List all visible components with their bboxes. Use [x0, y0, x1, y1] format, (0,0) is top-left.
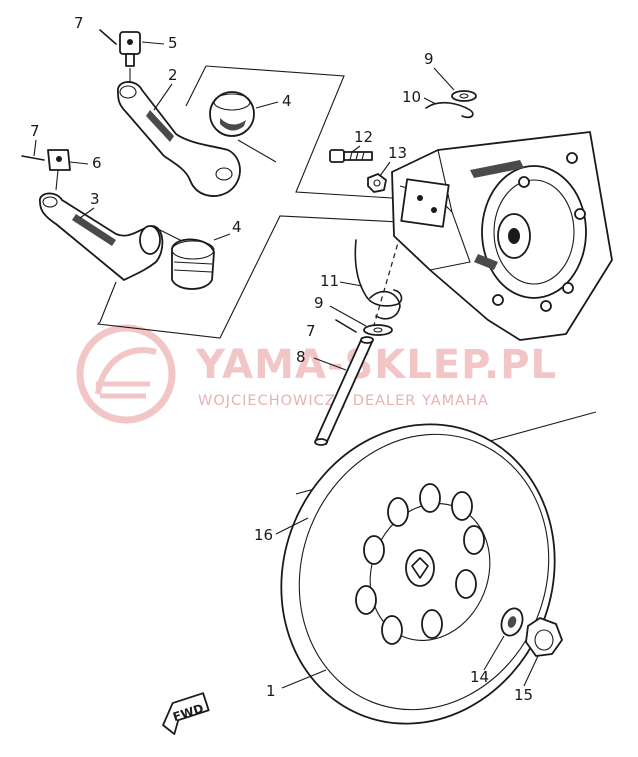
callout-7-lower: 7 [306, 322, 316, 340]
callout-11: 11 [320, 272, 339, 290]
callout-6: 6 [92, 154, 102, 172]
lower-lever [39, 192, 164, 281]
callout-10: 10 [402, 88, 421, 106]
lower-washer [363, 324, 393, 336]
callout-15: 15 [514, 686, 533, 704]
top-spring-washer [425, 90, 477, 119]
callout-2: 2 [168, 66, 178, 84]
callout-12: 12 [354, 128, 373, 146]
lower-knob [171, 238, 215, 290]
watermark-logo [76, 324, 176, 424]
callout-7-upper: 7 [74, 14, 84, 32]
lower-adjuster [47, 149, 71, 171]
shaft [314, 336, 374, 446]
upper-knob [209, 91, 255, 137]
axle-nut [525, 617, 563, 657]
callout-9-lower: 9 [314, 294, 324, 312]
right-housing [391, 131, 613, 341]
callout-7-left: 7 [30, 122, 40, 140]
fwd-arrow: FWD [162, 692, 210, 735]
nut [367, 173, 387, 193]
washer-14 [500, 607, 524, 637]
callout-8: 8 [296, 348, 306, 366]
callout-4-lower: 4 [232, 218, 242, 236]
bolt [329, 149, 373, 163]
cotter-pins [21, 29, 357, 333]
callout-1: 1 [266, 682, 276, 700]
upper-lever [117, 81, 241, 197]
callout-16: 16 [254, 526, 273, 544]
upper-adjuster [119, 31, 141, 67]
disc-holes [355, 483, 485, 645]
watermark-brand: YAMA-SKLEP.PL [195, 342, 557, 388]
callout-13: 13 [388, 144, 407, 162]
return-spring [354, 239, 403, 320]
watermark: YAMA-SKLEP.PL WOJCIECHOWICZ | DEALER YAM… [76, 324, 557, 424]
brake-disc [280, 423, 556, 725]
callout-14: 14 [470, 668, 489, 686]
callout-4-upper: 4 [282, 92, 292, 110]
callout-9-upper: 9 [424, 50, 434, 68]
callout-3: 3 [90, 190, 100, 208]
callout-5: 5 [168, 34, 178, 52]
callouts: 7 5 2 4 7 6 3 4 9 10 12 13 11 9 7 8 16 1… [30, 14, 539, 704]
